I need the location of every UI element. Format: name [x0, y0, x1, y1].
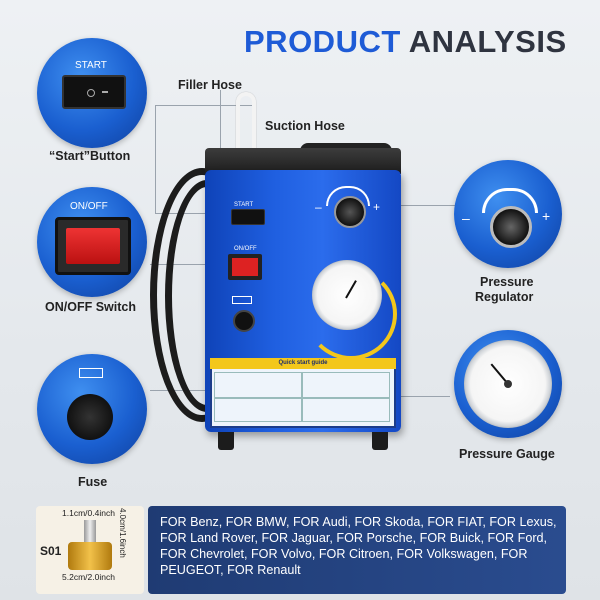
onoff-switch-label: ON/OFF Switch — [45, 300, 136, 314]
start-button-closeup: START — [37, 38, 147, 148]
leader-gauge — [390, 396, 450, 398]
adapter-nozzle — [84, 520, 96, 544]
adapter-dim-top: 1.1cm/0.4inch — [62, 508, 115, 518]
pressure-regulator-label-2: Regulator — [475, 290, 534, 304]
quick-start-guide — [210, 358, 396, 428]
compatibility-panel — [148, 506, 566, 594]
panel-plus: + — [373, 200, 381, 214]
pressure-regulator-label-1: Pressure — [480, 275, 534, 289]
adapter-dim-side: 4.0cm/1.6inch — [118, 508, 127, 558]
leader-start — [155, 105, 255, 214]
onoff-switch-closeup: ON/OFF — [37, 187, 147, 297]
start-rocker-o — [87, 89, 95, 97]
guide-step-1 — [214, 372, 302, 398]
adapter-cap — [68, 542, 112, 570]
guide-step-4 — [302, 398, 390, 422]
pressure-regulator-closeup: – + — [454, 160, 562, 268]
fuse-label: Fuse — [78, 475, 108, 489]
onoff-closeup-label: ON/OFF — [70, 201, 108, 212]
title-analysis: ANALYSIS — [408, 24, 567, 59]
onoff-red-face — [66, 228, 120, 264]
panel-yellow-arc — [305, 268, 397, 360]
fuse-symbol — [79, 368, 103, 378]
fuse-cap — [67, 394, 113, 440]
panel-onoff-switch[interactable] — [228, 254, 262, 280]
device-foot-right — [372, 432, 388, 450]
filler-hose — [236, 92, 256, 166]
leader-filler — [220, 90, 222, 150]
pressure-gauge-closeup — [454, 330, 562, 438]
page-title: PRODUCT ANALYSIS — [244, 24, 567, 60]
title-product: PRODUCT — [244, 24, 401, 59]
device-foot-left — [218, 432, 234, 450]
fuse-closeup — [37, 354, 147, 464]
panel-minus: – — [315, 200, 322, 214]
regulator-plus: + — [542, 208, 551, 224]
quick-start-guide-title: Quick start guide — [210, 358, 396, 369]
closeup-gauge-hub — [504, 380, 512, 388]
panel-start-label: START — [234, 202, 254, 208]
onoff-rocker — [55, 217, 131, 275]
adapter-dim-bottom: 5.2cm/2.0inch — [62, 572, 115, 582]
device-top-plate — [205, 148, 401, 174]
leader-start-v — [155, 105, 157, 213]
start-button-label: “Start”Button — [49, 149, 131, 163]
compatibility-text: FOR Benz, FOR BMW, FOR Audi, FOR Skoda, … — [160, 515, 557, 577]
panel-fuse-symbol — [232, 296, 252, 304]
start-rocker-dash — [102, 91, 108, 93]
panel-fuse-holder[interactable] — [233, 310, 255, 332]
adapter-code: S01 — [40, 544, 62, 558]
suction-hose-label: Suction Hose — [265, 119, 345, 133]
start-rocker — [62, 75, 126, 109]
regulator-minus: – — [462, 210, 470, 226]
regulator-knob — [490, 206, 532, 248]
guide-step-2 — [302, 372, 390, 398]
panel-onoff-red — [232, 258, 258, 276]
start-closeup-label: START — [75, 60, 107, 71]
leader-regulator — [365, 205, 457, 207]
panel-onoff-label: ON/OFF — [234, 246, 257, 252]
pressure-gauge-label: Pressure Gauge — [459, 447, 555, 461]
guide-step-3 — [214, 398, 302, 422]
panel-start-button[interactable] — [231, 209, 265, 225]
filler-hose-label: Filler Hose — [178, 78, 242, 92]
